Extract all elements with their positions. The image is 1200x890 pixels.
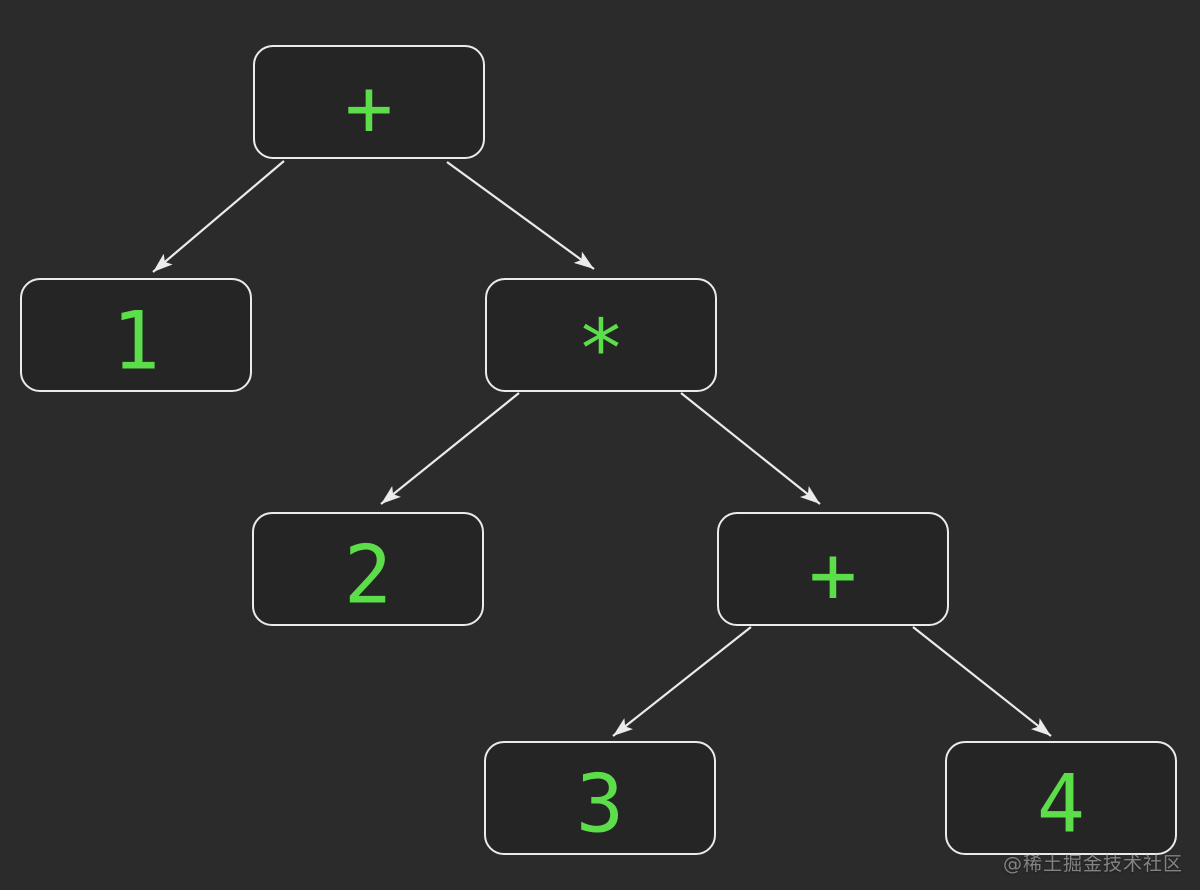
node-leaf-3-label: 3 <box>575 757 625 851</box>
node-leaf-3: 3 <box>484 741 716 855</box>
edge-multiply-to-inner-plus <box>680 392 821 505</box>
node-leaf-2-label: 2 <box>343 528 393 622</box>
node-leaf-4-label: 4 <box>1036 757 1086 851</box>
node-root-plus: + <box>253 45 485 159</box>
edge-root-plus-to-leaf-1 <box>152 160 285 273</box>
node-root-plus-label: + <box>344 61 394 155</box>
node-leaf-1-label: 1 <box>111 294 161 388</box>
edge-multiply-to-leaf-2 <box>380 392 520 505</box>
node-leaf-1: 1 <box>20 278 252 392</box>
node-leaf-2: 2 <box>252 512 484 626</box>
edge-root-plus-to-multiply <box>446 161 595 270</box>
node-multiply-label: * <box>576 302 626 396</box>
node-leaf-4: 4 <box>945 741 1177 855</box>
node-inner-plus-label: + <box>808 528 858 622</box>
node-inner-plus: + <box>717 512 949 626</box>
edge-inner-plus-to-leaf-3 <box>612 626 752 737</box>
node-multiply: * <box>485 278 717 392</box>
edge-inner-plus-to-leaf-4 <box>912 626 1052 737</box>
